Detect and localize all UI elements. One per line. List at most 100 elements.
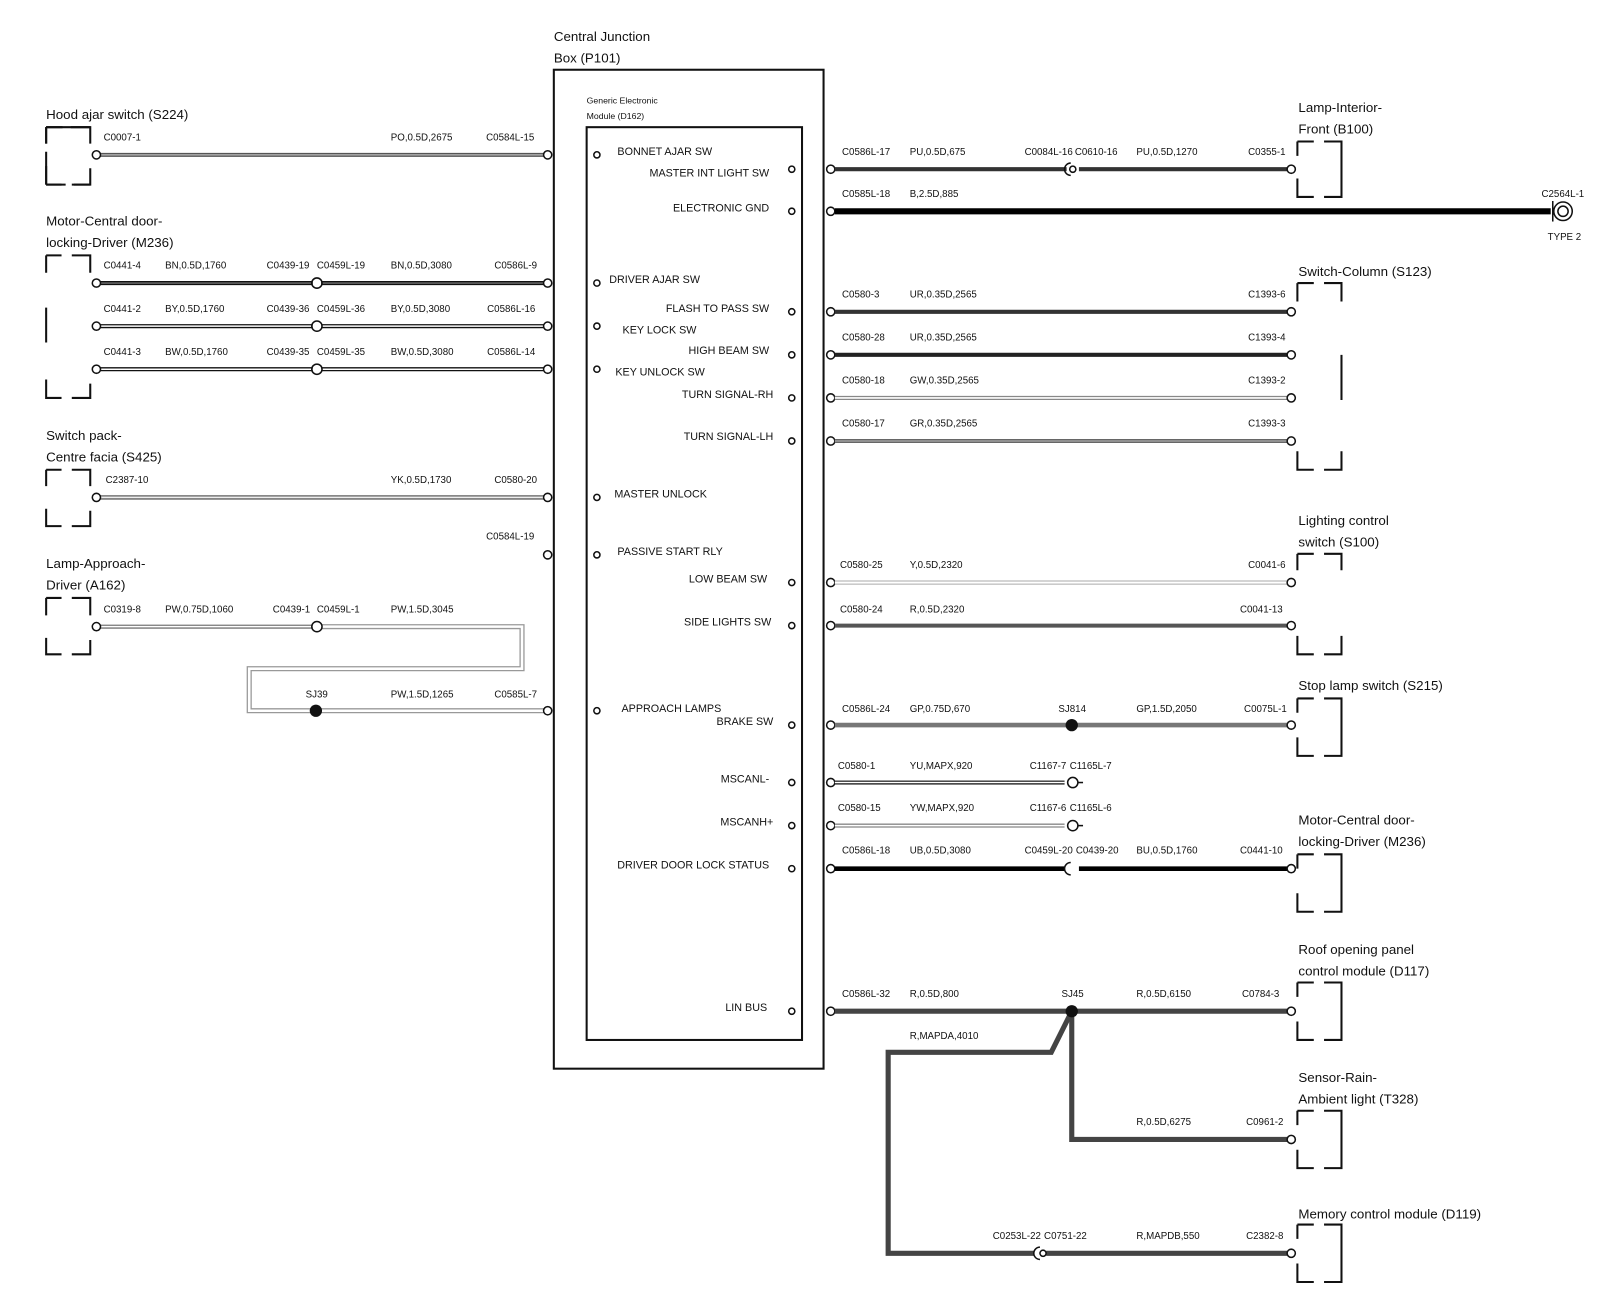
interior-lamp-label2: Front (B100)	[1298, 121, 1373, 136]
lighting-switch-label2: switch (S100)	[1298, 535, 1379, 550]
pin-side-lights: SIDE LIGHTS SW	[684, 617, 772, 629]
door-motor-left-label2: locking-Driver (M236)	[46, 235, 173, 250]
w4-c4: C0586L-14	[487, 347, 536, 358]
pin-low-beam: LOW BEAM SW	[689, 574, 768, 586]
stop-lamp-switch-label: Stop lamp switch (S215)	[1298, 678, 1442, 693]
wire-low-beam: C0580-25 Y,0.5D,2320 C0041-6	[834, 560, 1291, 585]
w2-c1: C0441-4	[104, 261, 142, 272]
pin-master-unlock: MASTER UNLOCK	[614, 488, 707, 500]
pin-bonnet-ajar: BONNET AJAR SW	[617, 146, 713, 158]
r1-c1: C0586L-17	[842, 147, 890, 158]
lin-rain-conn: C0961-2	[1246, 1117, 1283, 1128]
pin-brake: BRAKE SW	[717, 716, 775, 728]
r1-spec1: PU,0.5D,675	[910, 147, 966, 158]
pin-driver-door-lock-status: DRIVER DOOR LOCK STATUS	[617, 860, 769, 872]
pin-passive-start: PASSIVE START RLY	[617, 546, 722, 558]
gem-title-line2: Module (D162)	[587, 111, 645, 121]
stop-lamp-switch-box	[1296, 697, 1343, 757]
cjb-title-line2: Box (P101)	[554, 51, 621, 66]
r1-c4: C0355-1	[1248, 147, 1285, 158]
r2-spec1: B,2.5D,885	[910, 189, 959, 200]
r10-c3: C1165L-7	[1070, 761, 1112, 772]
door-motor-right-box	[1296, 853, 1343, 913]
r12-spec1: UB,0.5D,3080	[910, 845, 972, 856]
r12-spec2: BU,0.5D,1760	[1136, 845, 1198, 856]
door-motor-left-box	[45, 254, 92, 399]
wire-approach-lamps: C0319-8 PW,0.75D,1060 C0439-1 C0459L-1 P…	[96, 604, 547, 717]
roof-panel-box	[1296, 981, 1343, 1041]
inline-connectors-right	[1033, 162, 1077, 1261]
wire-master-unlock: C2387-10 YK,0.5D,1730 C0580-20	[96, 475, 547, 500]
w5-spec: YK,0.5D,1730	[391, 475, 452, 486]
wire-side-lights: C0580-24 R,0.5D,2320 C0041-13	[834, 604, 1291, 628]
r9-c4: C0075L-1	[1244, 704, 1287, 715]
w7-c2: C0439-1	[273, 604, 310, 615]
r7-c1: C0580-25	[840, 560, 883, 571]
roof-panel-label1: Roof opening panel	[1298, 942, 1414, 957]
wire-key-lock: C0441-2 BY,0.5D,1760 C0439-36 C0459L-36 …	[96, 304, 547, 329]
central-junction-box	[552, 68, 825, 1070]
pin-key-unlock: KEY UNLOCK SW	[615, 366, 705, 378]
memory-module-box	[1296, 1223, 1343, 1284]
switch-pack-label2: Centre facia (S425)	[46, 450, 162, 465]
generic-electronic-module	[585, 126, 804, 1041]
r5-c1: C0580-18	[842, 376, 885, 387]
wire-flash-to-pass: C0580-3 UR,0.35D,2565 C1393-6	[834, 289, 1291, 314]
interior-lamp-box	[1296, 140, 1343, 198]
splice-sj814	[1065, 718, 1078, 732]
r11-c3: C1165L-6	[1070, 803, 1112, 814]
w2-spec2: BN,0.5D,3080	[391, 261, 453, 272]
w4-c1: C0441-3	[104, 347, 141, 358]
pin-high-beam: HIGH BEAM SW	[689, 345, 770, 357]
gem-title-line1: Generic Electronic	[587, 96, 659, 106]
wire-hood-ajar: C0007-1 PO,0.5D,2675 C0584L-15	[96, 133, 547, 157]
w8-spec: PW,1.5D,1265	[391, 689, 454, 700]
cjb-title-line1: Central Junction	[554, 29, 650, 44]
w4-c2: C0439-35	[267, 347, 310, 358]
r2-c1: C0585L-18	[842, 189, 890, 200]
pin-lin-bus: LIN BUS	[725, 1002, 767, 1014]
wire-master-int-light: C0586L-17 PU,0.5D,675 C0084L-16 C0610-16…	[834, 147, 1291, 172]
lin-mem-conn: C2382-8	[1246, 1231, 1283, 1242]
w3-c4: C0586L-16	[487, 304, 535, 315]
r12-c2: C0459L-20	[1025, 845, 1074, 856]
w2-c4: C0586L-9	[494, 261, 537, 272]
r4-c1: C0580-28	[842, 332, 885, 343]
left-terminals	[91, 149, 601, 716]
door-motor-right-label1: Motor-Central door-	[1298, 813, 1414, 828]
splice-sj39	[309, 704, 323, 717]
r10-c2: C1167-7	[1030, 761, 1067, 772]
sj39-label: SJ39	[306, 689, 328, 700]
right-terminals	[787, 164, 836, 1017]
wire-driver-ajar: C0441-4 BN,0.5D,1760 C0439-19 C0459L-19 …	[96, 261, 547, 286]
w3-spec2: BY,0.5D,3080	[391, 304, 451, 315]
w4-spec2: BW,0.5D,3080	[391, 347, 454, 358]
w2-c3: C0459L-19	[317, 261, 365, 272]
wire-key-unlock: C0441-3 BW,0.5D,1760 C0439-35 C0459L-35 …	[96, 347, 547, 372]
w7-spec1: PW,0.75D,1060	[165, 604, 234, 615]
r1-spec2: PU,0.5D,1270	[1136, 147, 1198, 158]
r13-c4: C0784-3	[1242, 989, 1279, 1000]
lin-mapda: R,MAPDA,4010	[910, 1031, 979, 1042]
approach-lamp-box	[45, 596, 92, 656]
r9-spec2: GP,1.5D,2050	[1136, 704, 1197, 715]
memory-module-label: Memory control module (D119)	[1298, 1206, 1481, 1221]
r9-splice: SJ814	[1058, 704, 1086, 715]
wire-brake: C0586L-24 GP,0.75D,670 SJ814 GP,1.5D,205…	[834, 704, 1291, 732]
w4-spec1: BW,0.5D,1760	[165, 347, 228, 358]
w3-c1: C0441-2	[104, 304, 141, 315]
w8-c4: C0585L-7	[494, 689, 537, 700]
pin-mscanl: MSCANL-	[721, 774, 770, 786]
hood-ajar-switch-box	[45, 126, 92, 186]
r13-spec1: R,0.5D,800	[910, 989, 960, 1000]
pin-approach-lamps: APPROACH LAMPS	[622, 703, 722, 715]
r6-c4: C1393-3	[1248, 419, 1285, 430]
splice-sj45	[1065, 1005, 1078, 1018]
r10-c1: C0580-1	[838, 761, 875, 772]
wire-electronic-gnd: C0585L-18 B,2.5D,885	[834, 189, 1551, 215]
wire-lin-bus: C0586L-32 R,0.5D,800 SJ45 R,0.5D,6150 C0…	[834, 989, 1291, 1256]
r11-c2: C1167-6	[1030, 803, 1067, 814]
w7-spec2: PW,1.5D,3045	[391, 604, 454, 615]
can-terminals	[1066, 776, 1084, 832]
r13-c1: C0586L-32	[842, 989, 890, 1000]
